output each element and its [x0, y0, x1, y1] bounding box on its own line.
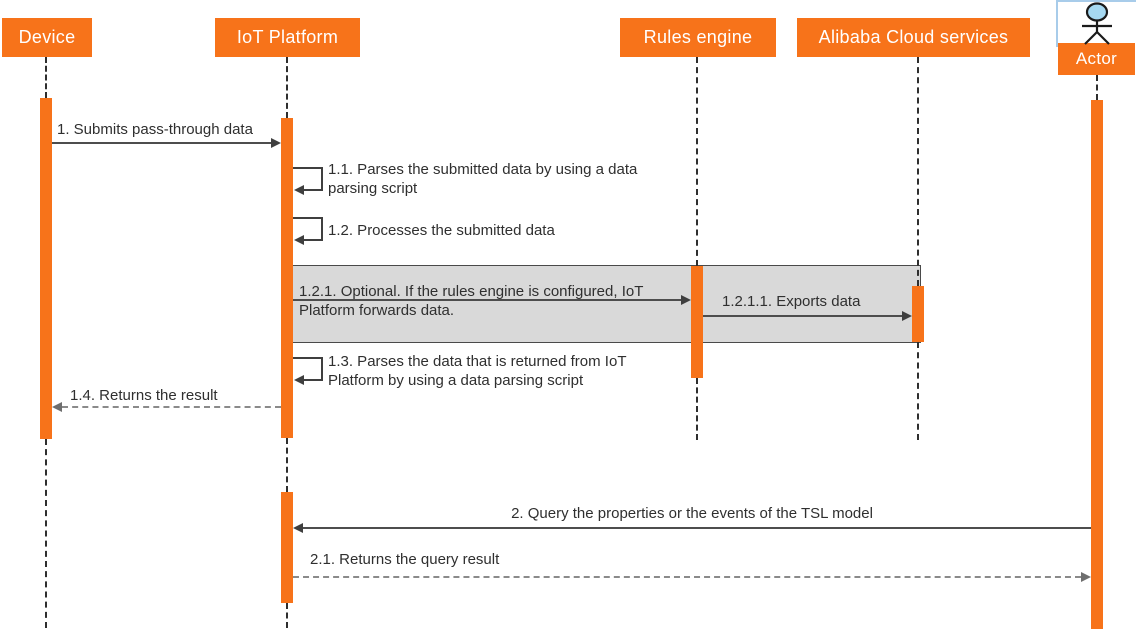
message-2-line: [303, 527, 1091, 529]
message-1-2-label: 1.2. Processes the submitted data: [328, 222, 555, 239]
message-1-2-1-label: 1.2.1. Optional. If the rules engine is …: [299, 283, 644, 319]
participant-rules-engine: Rules engine: [620, 18, 776, 57]
participant-alibaba-cloud-label: Alibaba Cloud services: [818, 27, 1009, 47]
self-message-1-2-arrowhead: [294, 235, 304, 245]
message-2-arrowhead: [293, 523, 303, 533]
participant-alibaba-cloud: Alibaba Cloud services: [797, 18, 1030, 57]
message-2-label: 2. Query the properties or the events of…: [511, 505, 873, 522]
message-1-2-1-1-label: 1.2.1.1. Exports data: [722, 293, 861, 310]
message-2-1-arrowhead: [1081, 572, 1091, 582]
optional-fragment-box: [287, 265, 921, 343]
message-1-label: 1. Submits pass-through data: [57, 121, 253, 138]
self-message-1-1-side: [321, 167, 323, 190]
lifeline-iot-platform: [286, 603, 288, 628]
lifeline-iot-platform: [286, 57, 288, 118]
lifeline-alibaba-cloud: [917, 342, 919, 440]
lifeline-iot-platform: [286, 438, 288, 492]
message-1-2-1-1-line: [703, 315, 902, 317]
self-message-1-3-bottom: [303, 379, 323, 381]
activation-bar-rules-engine: [691, 266, 703, 378]
participant-actor: Actor: [1058, 43, 1135, 75]
participant-device-label: Device: [18, 27, 76, 47]
message-1-4-arrowhead: [52, 402, 62, 412]
self-message-1-1-top: [293, 167, 323, 169]
lifeline-rules-engine: [696, 378, 698, 440]
message-1-2-1-arrowhead: [681, 295, 691, 305]
message-1-2-1-line: [293, 299, 681, 301]
message-1-1-label: 1.1. Parses the submitted data by using …: [328, 161, 638, 197]
actor-stick-figure-icon: [1082, 2, 1112, 45]
lifeline-device: [45, 57, 47, 98]
self-message-1-1-arrowhead: [294, 185, 304, 195]
activation-bar-device: [40, 98, 52, 439]
self-message-1-3-side: [321, 357, 323, 380]
lifeline-actor: [1096, 75, 1098, 100]
participant-rules-engine-label: Rules engine: [643, 27, 753, 47]
activation-bar-iot-platform-2: [281, 492, 293, 603]
message-2-1-label: 2.1. Returns the query result: [310, 551, 500, 568]
self-message-1-3-arrowhead: [294, 375, 304, 385]
message-1-2-1-1-arrowhead: [902, 311, 912, 321]
lifeline-alibaba-cloud: [917, 57, 919, 286]
participant-device: Device: [2, 18, 92, 57]
participant-iot-platform-label: IoT Platform: [236, 27, 339, 47]
lifeline-device: [45, 439, 47, 628]
message-2-1-line: [293, 576, 1081, 578]
activation-bar-actor: [1091, 100, 1103, 629]
self-message-1-2-top: [293, 217, 323, 219]
self-message-1-2-side: [321, 217, 323, 240]
selection-outline: [1056, 0, 1136, 47]
participant-actor-label: Actor: [1075, 49, 1118, 68]
message-1-4-line: [62, 406, 281, 408]
self-message-1-1-bottom: [303, 189, 323, 191]
activation-bar-alibaba-cloud: [912, 286, 924, 342]
participant-iot-platform: IoT Platform: [215, 18, 360, 57]
activation-bar-iot-platform-1: [281, 118, 293, 438]
self-message-1-3-top: [293, 357, 323, 359]
message-1-arrowhead: [271, 138, 281, 148]
message-1-line: [52, 142, 271, 144]
self-message-1-2-bottom: [303, 239, 323, 241]
message-1-3-label: 1.3. Parses the data that is returned fr…: [328, 353, 627, 389]
message-1-4-label: 1.4. Returns the result: [70, 387, 218, 404]
lifeline-rules-engine: [696, 57, 698, 266]
